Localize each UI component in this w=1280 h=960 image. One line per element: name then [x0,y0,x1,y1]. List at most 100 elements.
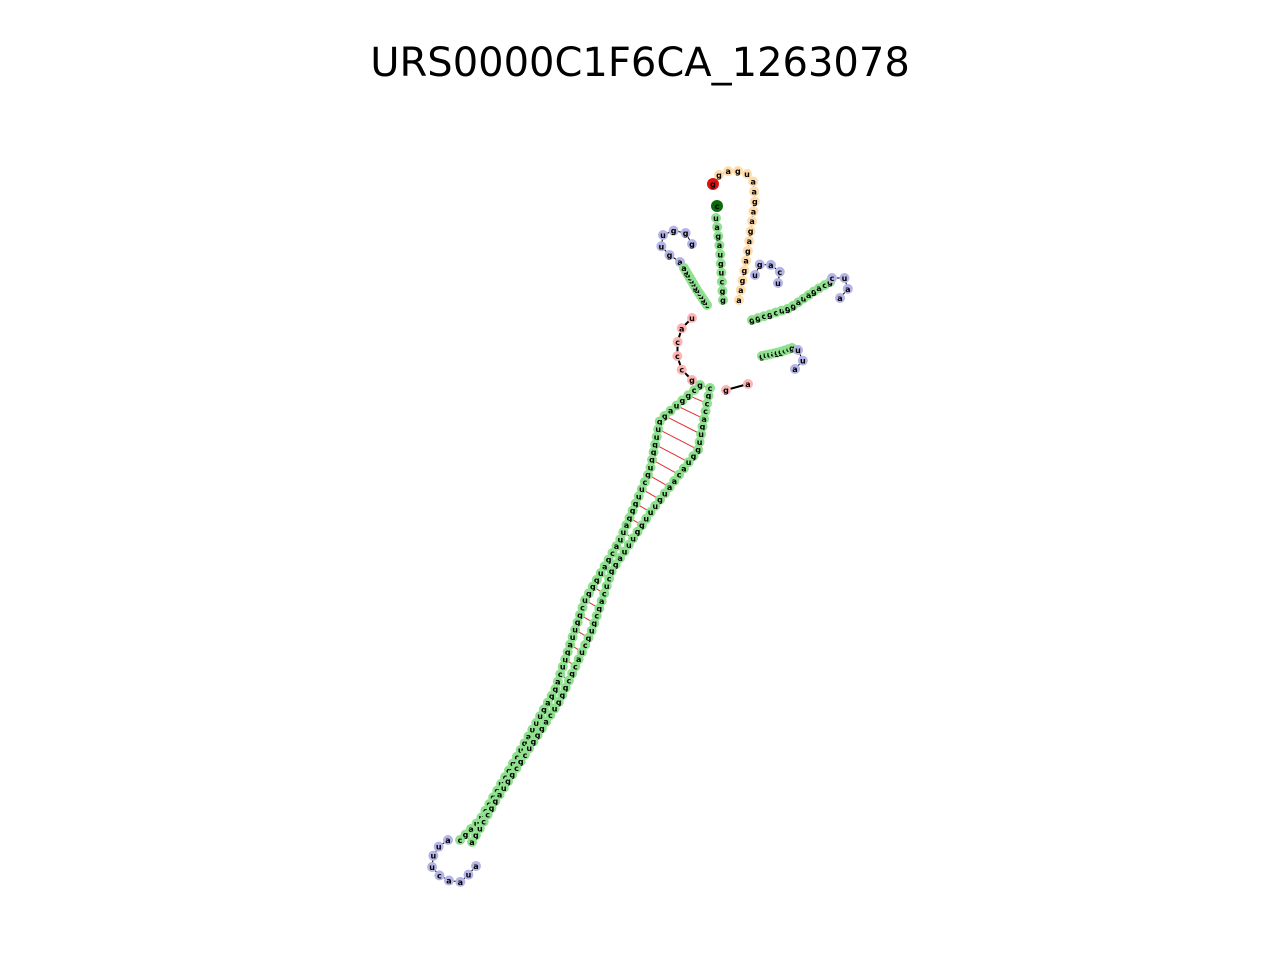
nucleotide-label: g [639,521,645,530]
nucleotide-label: u [533,719,539,728]
nucleotide-long-stem-left: c [455,835,465,845]
nucleotide-label: g [811,288,817,297]
nucleotide-label: a [796,298,801,307]
nucleotide-label: c [705,399,710,408]
nucleotide-label: c [602,589,607,598]
nucleotide-label: u [598,569,604,578]
nucleotide-hairpin-4-loop: u [793,345,803,355]
nucleotide-hairpin-3-loop: u [839,273,850,283]
nucleotide-label: g [700,423,706,432]
nucleotide-label: g [553,685,559,694]
nucleotide-label: c [675,352,680,361]
nucleotide-terminal-loop: a [471,861,481,871]
nucleotide-label: g [697,381,703,390]
nucleotide-label: a [751,187,756,196]
nucleotide-label: u [775,279,781,288]
nucleotide-label: a [806,291,811,300]
nucleotide-label: u [617,535,623,544]
nucleotide-label: g [706,392,712,401]
nucleotide-label: a [751,207,756,216]
nucleotide-label: a [677,258,682,267]
nucleotide-five-prime-tail: a [747,216,758,227]
nucleotide-five-prime-tail: g [732,165,743,176]
nucleotide-hairpin-2-loop: c [774,266,785,277]
nucleotide-label: c [485,811,490,820]
nucleotide-label: u [474,819,480,828]
nucleotide-label: u [779,307,785,316]
nucleotide-hairpin-1-stem: u [715,249,726,260]
nucleotide-label: g [757,261,763,270]
nucleotide-label: c [583,641,588,650]
nucleotide-long-stem-left: g [650,439,661,450]
nucleotide-label: u [654,433,660,442]
nucleotide-label: u [589,627,595,636]
nucleotide-label: u [842,274,848,283]
nucleotide-label: a [816,284,821,293]
nucleotide-label: u [562,655,568,664]
nucleotide-label: c [675,338,680,347]
nucleotide-label: u [639,485,645,494]
nucleotide-label: a [743,257,748,266]
nucleotide-long-stem-left: g [648,447,659,458]
base-pair-line [676,405,705,420]
nucleotide-label: a [738,286,743,295]
five-prime-end-marker: g [707,178,719,190]
nucleotide-label: g [683,229,689,238]
base-pair-line [657,428,699,451]
nucleotide-five-prime-tail: g [745,226,756,237]
nucleotide-hairpin-1-stem: c [716,276,727,287]
base-pair-line [651,459,680,476]
nucleotide-label: c [573,662,578,671]
nucleotide-label: u [648,463,654,472]
nucleotide-label: a [749,217,754,226]
nucleotide-hairpin-2-loop: u [750,270,760,280]
nucleotide-terminal-loop: a [443,835,453,845]
nucleotide-label: g [489,804,495,813]
nucleotide-label: u [655,425,661,434]
nucleotide-label: g [509,771,515,780]
nucleotide-label: g [671,227,677,236]
nucleotide-terminal-loop: a [455,876,466,887]
nucleotide-long-stem-right: c [702,398,713,409]
nucleotide-hairpin-3-loop: a [842,283,853,294]
nucleotide-long-stem-right: g [697,421,708,432]
nucleotide-label: g [541,705,547,714]
nucleotide-hairpin-2-arm: a [679,263,689,273]
nucleotide-label: g [767,310,773,319]
nucleotide-label: a [726,167,731,176]
nucleotide-hairpin-4-loop: a [790,364,800,374]
nucleotide-label: a [543,718,548,727]
nucleotide-label: u [660,231,666,240]
nucleotide-label: g [630,507,636,516]
nucleotide-label: a [473,862,478,871]
nucleotide-label: g [569,669,575,678]
nucleotide-label: g [741,267,747,276]
nucleotide-hairpin-2-loop: u [773,278,783,288]
nucleotide-label: c [607,575,612,584]
nucleotide-hairpin-4-loop: u [797,355,808,366]
nucleotide-label: u [501,784,507,793]
nucleotide-label: u [579,648,585,657]
nucleotide-label: u [582,596,588,605]
nucleotide-label: u [537,712,543,721]
nucleotide-label: g [735,167,741,176]
base-pair-line [664,415,702,435]
nucleotide-label: a [602,562,607,571]
nucleotide-label: g [689,240,695,249]
nucleotide-hairpin-1-stem: u [711,213,721,223]
nucleotide-five-prime-tail: u [742,169,753,180]
nucleotide-label: a [736,296,741,305]
nucleotide-label: u [604,582,610,591]
nucleotide-label: g [695,446,701,455]
nucleotide-label: u [572,626,578,635]
nucleotide-label: g [613,560,619,569]
nucleotide-multiloop-bottom: g [721,385,731,395]
nucleotide-label: g [745,247,751,256]
nucleotide-label: c [566,677,571,686]
nucleotide-label: a [667,483,672,492]
nucleotide-multiloop-left: a [676,323,687,334]
nucleotide-label: c [822,281,827,290]
nucleotide-multiloop-left: c [676,364,687,375]
nucleotide-five-prime-tail: a [734,295,744,305]
nucleotide-five-prime-tail: g [737,275,748,286]
